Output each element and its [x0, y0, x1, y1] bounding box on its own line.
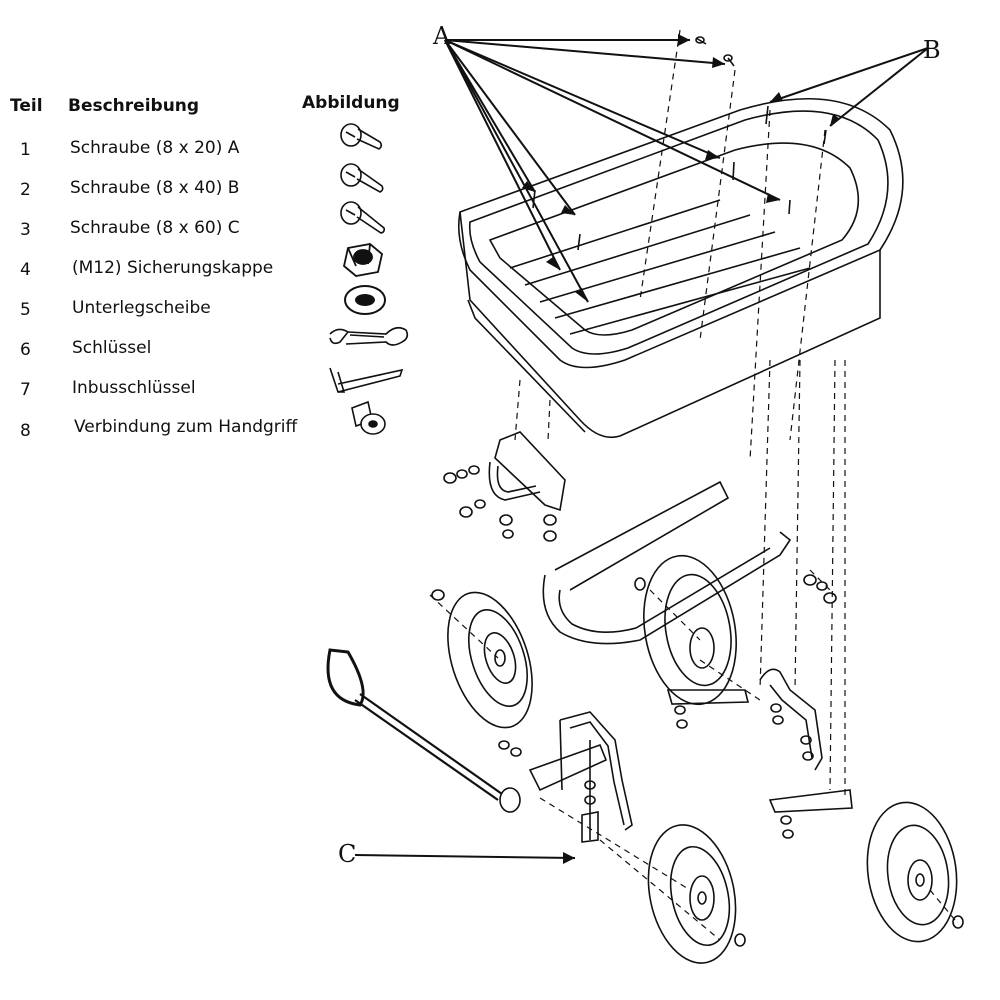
part-description: Schlüssel — [72, 338, 152, 358]
part-description: Schraube (8 x 20) A — [70, 138, 240, 158]
assembly-guides — [429, 29, 956, 941]
handle-connector-icon — [351, 400, 386, 435]
part-number: 7 — [20, 380, 31, 400]
part-number: 6 — [20, 340, 31, 360]
pull-handle — [326, 648, 521, 813]
arrowheads — [522, 34, 840, 864]
part-number: 4 — [20, 260, 31, 280]
callout-label-a: A — [432, 22, 451, 50]
allen-key-icon — [329, 367, 404, 393]
header-description: Beschreibung — [68, 96, 200, 116]
header-image: Abbildung — [302, 93, 400, 113]
wheel-rear-left — [643, 554, 737, 706]
part-description: Unterlegscheibe — [72, 298, 211, 318]
part-number: 5 — [20, 300, 31, 320]
callout-label-c: C — [338, 840, 356, 868]
wheel-rear-right — [866, 801, 958, 943]
callout-label-b: B — [923, 36, 941, 64]
part-description: Verbindung zum Handgriff — [74, 417, 298, 437]
part-description: (M12) Sicherungskappe — [72, 258, 274, 278]
part-number: 1 — [20, 140, 31, 160]
wheel-front-right — [647, 824, 737, 964]
header-part: Teil — [10, 96, 43, 116]
hardware-left — [443, 465, 557, 542]
frame-bar — [542, 480, 792, 645]
bolt-short-icon — [340, 123, 383, 150]
rear-axle-bracket — [666, 668, 853, 813]
washer-icon — [344, 285, 386, 315]
wrench-icon — [329, 326, 409, 346]
wheel-front-left — [447, 591, 533, 729]
part-number: 8 — [20, 421, 31, 441]
part-number: 2 — [20, 180, 31, 200]
hardware-right — [431, 574, 964, 947]
front-bracket — [488, 431, 566, 512]
lock-nut-icon — [343, 243, 383, 277]
callout-arrows — [354, 39, 929, 859]
bolt-medium-icon — [340, 163, 384, 193]
part-description: Schraube (8 x 60) C — [70, 218, 240, 238]
part-number: 3 — [20, 220, 31, 240]
part-description: Schraube (8 x 40) B — [70, 178, 240, 198]
bolt-long-icon — [340, 201, 385, 234]
steering-assembly — [528, 711, 633, 843]
part-description: Inbusschlüssel — [72, 378, 196, 398]
